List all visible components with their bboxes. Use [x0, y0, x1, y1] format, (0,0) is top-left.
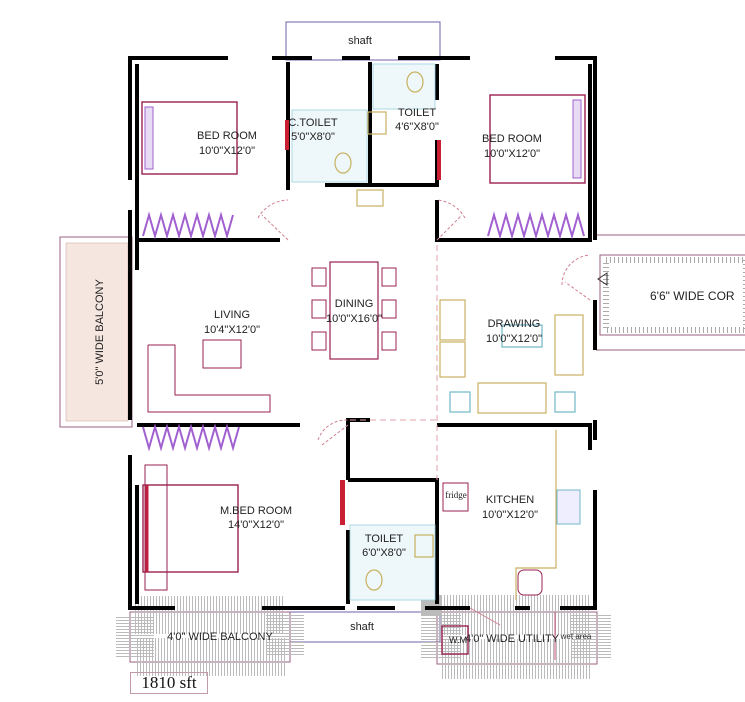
entry-arrow-icon	[597, 272, 608, 286]
bed-master	[142, 464, 239, 591]
living-name: LIVING	[214, 309, 250, 321]
c-toilet-name: C.TOILET	[288, 117, 338, 129]
total-area-label: 1810 sft	[130, 672, 208, 694]
utility-label: 4'0" WIDE UTILITY	[465, 633, 560, 645]
dining-name: DINING	[335, 298, 374, 310]
toilet-top-name: TOILET	[398, 107, 437, 119]
door-markers	[285, 120, 441, 525]
bed-room-right-size: 10'0"X12'0"	[484, 148, 540, 160]
bed-right	[489, 94, 586, 184]
left-balcony	[59, 236, 133, 428]
kitchen-size: 10'0"X12'0"	[482, 509, 538, 521]
walls	[128, 56, 597, 610]
m-bed-room-name: M.BED ROOM	[220, 505, 292, 517]
doors	[257, 199, 591, 626]
shaft-bottom-label: shaft	[350, 621, 374, 633]
toilet-bottom-size: 6'0"X8'0"	[362, 547, 406, 559]
toilet-tiles	[291, 63, 436, 601]
left-balcony-label: 5'0" WIDE BALCONY	[94, 279, 106, 385]
living-sofa	[147, 339, 271, 413]
bottom-balcony-label: 4'0" WIDE BALCONY	[167, 631, 273, 643]
drawing-size: 10'0"X12'0"	[486, 333, 542, 345]
kitchen-counter	[442, 430, 581, 600]
wet-area-label: wet area	[560, 632, 592, 641]
toilet-top-size: 4'6"X8'0"	[395, 121, 439, 133]
wm-label: W.M	[449, 635, 467, 645]
utility-area	[421, 595, 611, 679]
bed-room-left-size: 10'0"X12'0"	[199, 145, 255, 157]
dining-size: 10'0"X16'0"	[326, 313, 382, 325]
drawing-name: DRAWING	[488, 318, 541, 330]
c-toilet-size: 5'0"X8'0"	[291, 131, 335, 143]
fridge-label: fridge	[445, 490, 467, 500]
corridor-label: 6'6" WIDE COR	[650, 289, 735, 303]
bed-left	[141, 101, 238, 175]
bed-room-left-name: BED ROOM	[197, 130, 257, 142]
wardrobes	[142, 211, 585, 452]
shaft-top-label: shaft	[348, 35, 372, 47]
kitchen-name: KITCHEN	[486, 494, 534, 506]
bed-room-right-name: BED ROOM	[482, 133, 542, 145]
dining-table	[311, 261, 397, 360]
toilet-fixtures	[334, 71, 434, 591]
washing-machine	[441, 625, 469, 655]
m-bed-room-size: 14'0"X12'0"	[228, 519, 284, 531]
drawing-sofas	[439, 299, 584, 414]
bottom-balcony	[116, 596, 304, 676]
toilet-bottom-name: TOILET	[365, 533, 404, 545]
right-corridor	[596, 234, 745, 351]
living-size: 10'4"X12'0"	[204, 324, 260, 336]
